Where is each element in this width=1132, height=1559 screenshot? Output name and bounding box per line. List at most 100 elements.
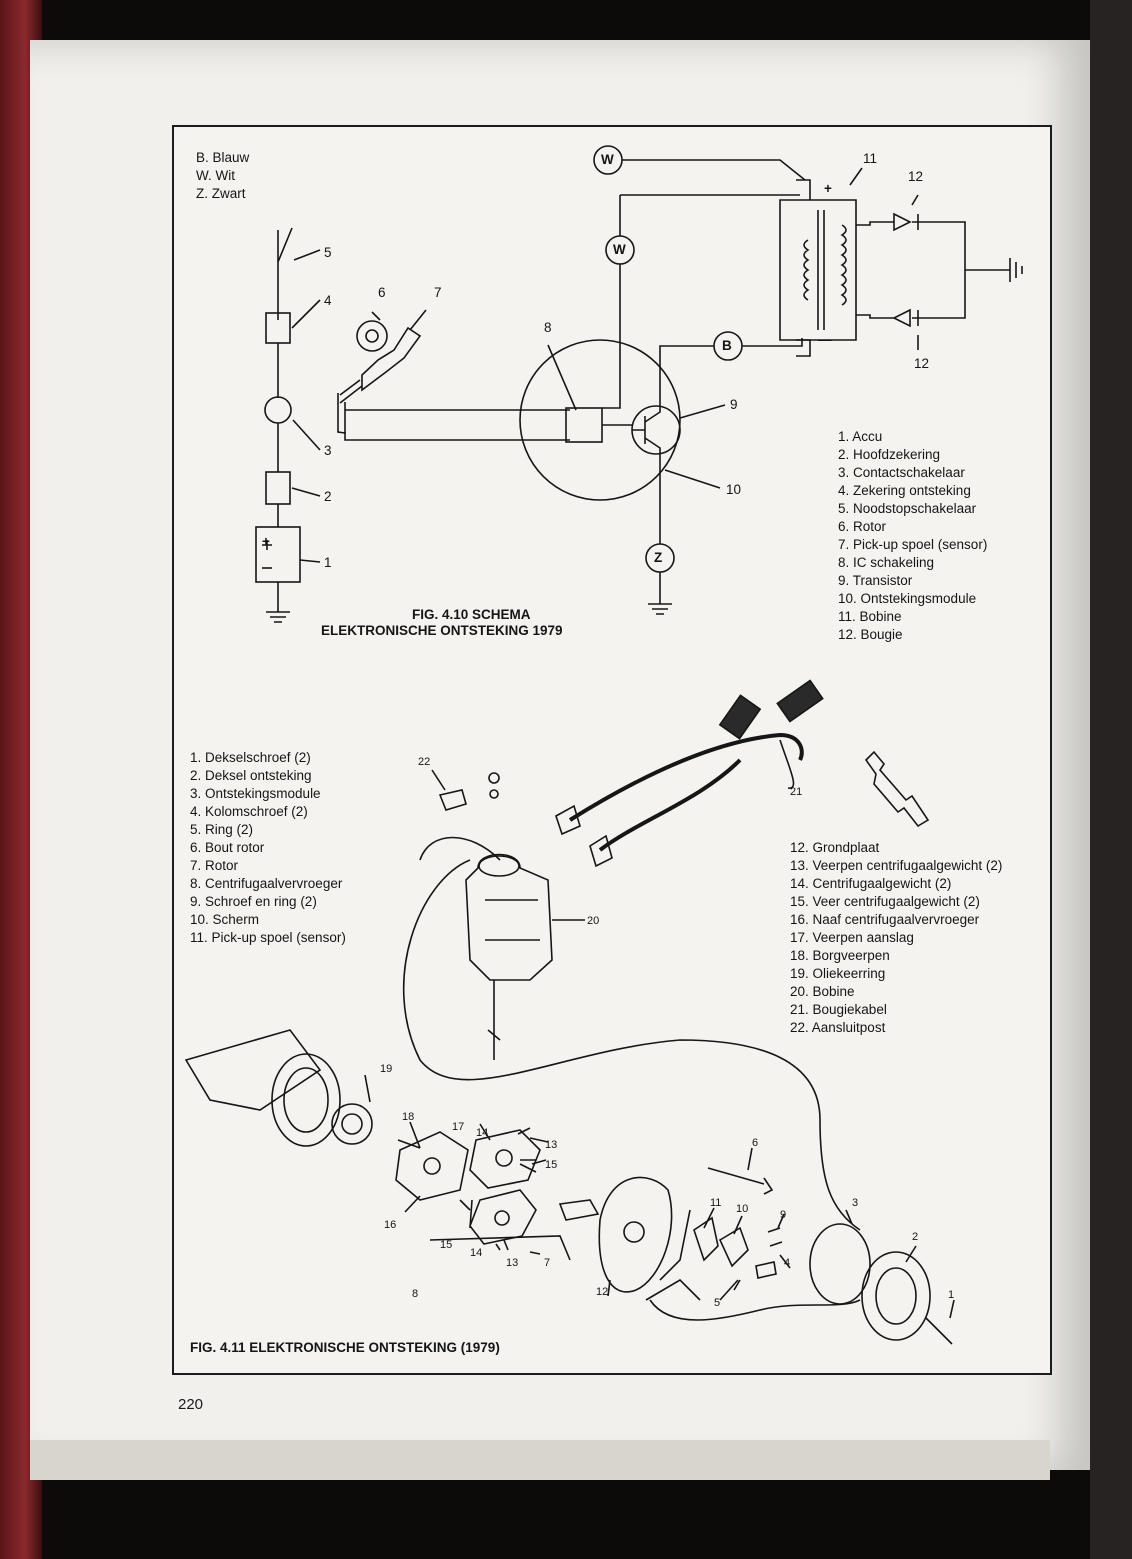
legend-411-item: 17. Veerpen aanslag xyxy=(790,930,914,945)
ignition-module-10 xyxy=(519,339,681,501)
ev-callout-16: 16 xyxy=(384,1219,397,1231)
legend-411-item: 9. Schroef en ring (2) xyxy=(190,894,317,909)
legend-411-item: 16. Naaf centrifugaalvervroeger xyxy=(790,912,980,927)
callout-6: 6 xyxy=(378,285,386,300)
legend-411-item: 2. Deksel ontsteking xyxy=(190,768,312,783)
coil-plus: + xyxy=(824,181,832,196)
ev-callout-2: 2 xyxy=(912,1231,919,1243)
legend-411-item: 3. Ontstekingsmodule xyxy=(190,786,321,801)
legend-411-item: 12. Grondplaat xyxy=(790,840,880,855)
oil-seal-ring xyxy=(271,1053,341,1147)
legend-411-item: 15. Veer centrifugaalgewicht (2) xyxy=(790,894,980,909)
ignition-switch-3 xyxy=(264,396,292,424)
legend-fig-411-right: 12. Grondplaat 13. Veerpen centrifugaalg… xyxy=(790,839,1002,1037)
ev-callout-7: 7 xyxy=(544,1257,551,1269)
legend-411-item: 6. Bout rotor xyxy=(190,840,265,855)
callout-7: 7 xyxy=(434,285,442,300)
legend-410-item: 1. Accu xyxy=(838,429,883,444)
legend-410-item: 7. Pick-up spoel (sensor) xyxy=(838,537,988,552)
callout-10: 10 xyxy=(726,482,742,497)
coil-minus: — xyxy=(818,332,832,347)
terminal-b: B xyxy=(722,338,732,353)
ev-callout-1: 1 xyxy=(948,1289,955,1301)
ev-callout-8: 8 xyxy=(412,1288,419,1300)
callout-9: 9 xyxy=(730,397,738,412)
cover-screw-1 xyxy=(925,1317,953,1345)
legend-410-item: 5. Noodstopschakelaar xyxy=(838,501,977,516)
color-wit: W. Wit xyxy=(196,168,236,183)
terminal-w-mid: W xyxy=(613,242,626,257)
legend-410-item: 8. IC schakeling xyxy=(838,555,935,570)
color-blauw: B. Blauw xyxy=(196,150,250,165)
cover-2 xyxy=(861,1251,931,1341)
pickup-7 xyxy=(361,326,422,392)
legend-410-item: 6. Rotor xyxy=(838,519,887,534)
ev-callout-14b: 14 xyxy=(470,1247,483,1259)
legend-411-item: 13. Veerpen centrifugaalgewicht (2) xyxy=(790,858,1003,873)
legend-410-item: 2. Hoofdzekering xyxy=(838,447,941,462)
callout-1: 1 xyxy=(324,555,332,570)
legend-411-item: 8. Centrifugaalvervroeger xyxy=(190,876,343,891)
legend-411-item: 11. Pick-up spoel (sensor) xyxy=(190,930,346,945)
ground-battery xyxy=(266,582,290,623)
ev-callout-3: 3 xyxy=(852,1197,859,1209)
switch-5 xyxy=(277,227,293,263)
ev-callout-15b: 15 xyxy=(440,1239,453,1251)
main-fuse-2 xyxy=(265,471,291,505)
spark-plug-12a xyxy=(893,212,930,232)
pickup-coil-11 xyxy=(693,1216,719,1262)
ev-callout-14a: 14 xyxy=(476,1127,489,1139)
callout-8: 8 xyxy=(544,320,552,335)
legend-fig-410: 1. Accu 2. Hoofdzekering 3. Contactschak… xyxy=(838,428,987,644)
rotor-bolt-6 xyxy=(707,1167,774,1195)
legend-411-item: 19. Oliekeerring xyxy=(790,966,886,981)
fig-410-caption-line2: ELEKTRONISCHE ONTSTEKING 1979 xyxy=(321,623,563,638)
ev-callout-9: 9 xyxy=(780,1209,787,1221)
ev-callout-13b: 13 xyxy=(506,1257,519,1269)
terminal-w-top: W xyxy=(601,152,614,167)
oil-seal-19 xyxy=(331,1103,373,1145)
legend-410-item: 4. Zekering ontsteking xyxy=(838,483,971,498)
callout-5: 5 xyxy=(324,245,332,260)
cover-plate xyxy=(184,1029,322,1111)
ev-callout-19: 19 xyxy=(380,1063,393,1075)
legend-411-item: 7. Rotor xyxy=(190,858,239,873)
ev-callout-22: 22 xyxy=(418,756,431,768)
page-stack-edge xyxy=(30,1440,1050,1480)
legend-411-item: 4. Kolomschroef (2) xyxy=(190,804,308,819)
legend-410-item: 3. Contactschakelaar xyxy=(838,465,965,480)
ev-callout-13a: 13 xyxy=(545,1139,558,1151)
legend-410-item: 11. Bobine xyxy=(838,609,902,624)
spark-plug-12b xyxy=(892,308,930,328)
callout-3: 3 xyxy=(324,443,332,458)
bobine-20 xyxy=(465,853,553,981)
callout-12-bottom: 12 xyxy=(914,356,930,371)
battery-plus: + xyxy=(262,534,270,549)
ignition-coil-11 xyxy=(779,199,857,341)
ev-callout-4: 4 xyxy=(784,1257,791,1269)
ev-callout-6: 6 xyxy=(752,1137,759,1149)
figure-frame xyxy=(172,125,1052,1375)
advancer-plate xyxy=(469,1129,541,1189)
fig-411-caption: FIG. 4.11 ELEKTRONISCHE ONTSTEKING (1979… xyxy=(190,1340,500,1355)
callout-4: 4 xyxy=(324,293,332,308)
advancer-hub-16 xyxy=(395,1131,469,1201)
ground-plate-12 xyxy=(598,1176,673,1293)
legend-411-item: 10. Scherm xyxy=(190,912,260,927)
ignition-module-3 xyxy=(809,1223,871,1305)
wire-color-legend: B. Blauw W. Wit Z. Zwart xyxy=(196,149,249,203)
ev-callout-15a: 15 xyxy=(545,1159,558,1171)
legend-411-item: 18. Borgveerpen xyxy=(790,948,890,963)
spark-plug xyxy=(864,750,930,828)
ev-callout-12: 12 xyxy=(596,1286,609,1298)
legend-411-item: 14. Centrifugaalgewicht (2) xyxy=(790,876,952,891)
ev-callout-20: 20 xyxy=(587,915,600,927)
terminal-z: Z xyxy=(654,550,663,565)
legend-fig-411-left: 1. Dekselschroef (2) 2. Deksel ontstekin… xyxy=(190,749,346,947)
callout-12-top: 12 xyxy=(908,169,924,184)
ev-callout-21: 21 xyxy=(790,786,803,798)
legend-411-item: 22. Aansluitpost xyxy=(790,1020,886,1035)
ev-callout-11: 11 xyxy=(710,1197,722,1209)
callout-2: 2 xyxy=(324,489,332,504)
